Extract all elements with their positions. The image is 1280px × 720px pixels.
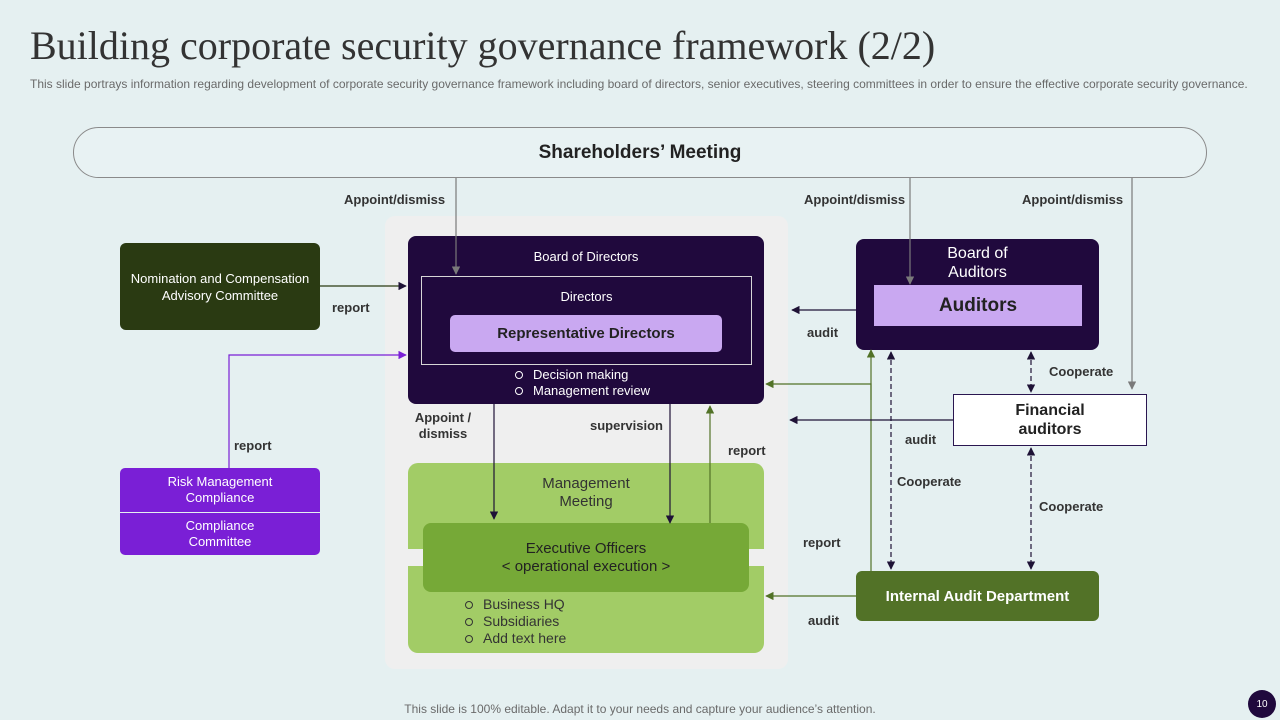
label-audit: audit [808, 613, 840, 628]
executive-officers-sub: < operational execution > [501, 557, 671, 575]
label-report: report [332, 300, 370, 315]
management-bullets: Business HQ Subsidiaries Add text here [465, 596, 566, 647]
nomination-committee-box[interactable]: Nomination and Compensation Advisory Com… [120, 243, 320, 330]
risk-management-label: Risk Management Compliance [167, 474, 273, 505]
board-of-auditors-title: Board of Auditors [947, 245, 1008, 281]
slide-subtitle: This slide portrays information regardin… [30, 77, 1248, 91]
label-report: report [803, 535, 841, 550]
board-bullet: Decision making [515, 367, 650, 383]
circle-bullet-icon [515, 387, 523, 395]
board-bullets: Decision making Management review [515, 367, 650, 399]
nomination-committee-label: Nomination and Compensation Advisory Com… [130, 270, 310, 303]
compliance-committee-box[interactable]: Compliance Committee [120, 513, 320, 555]
page-number-badge: 10 [1248, 690, 1276, 718]
board-of-directors-title: Board of Directors [533, 249, 639, 264]
label-report: report [728, 443, 766, 458]
financial-auditors-box[interactable]: Financial auditors [953, 394, 1147, 446]
management-meeting-title: Management Meeting [542, 475, 630, 510]
internal-audit-box[interactable]: Internal Audit Department [856, 571, 1099, 621]
label-report: report [234, 438, 272, 453]
representative-directors-label: Representative Directors [497, 325, 675, 342]
label-cooperate: Cooperate [897, 474, 962, 489]
management-bullet: Subsidiaries [465, 613, 566, 630]
circle-bullet-icon [515, 371, 523, 379]
circle-bullet-icon [465, 617, 473, 626]
slide-title: Building corporate security governance f… [30, 23, 936, 68]
circle-bullet-icon [465, 634, 473, 643]
label-audit: audit [905, 432, 937, 447]
management-bullet: Business HQ [465, 596, 566, 613]
risk-management-box[interactable]: Risk Management Compliance [120, 468, 320, 512]
label-appoint-dismiss: Appoint/dismiss [344, 192, 446, 207]
label-supervision: supervision [590, 418, 663, 433]
directors-frame [421, 276, 752, 365]
executive-officers-label: Executive Officers [525, 539, 647, 557]
internal-audit-label: Internal Audit Department [885, 587, 1070, 605]
label-cooperate: Cooperate [1049, 364, 1114, 379]
executive-officers-box[interactable]: Executive Officers < operational executi… [423, 523, 749, 592]
compliance-committee-label: Compliance Committee [185, 518, 255, 549]
financial-auditors-label: Financial auditors [1015, 402, 1085, 438]
footer-note: This slide is 100% editable. Adapt it to… [404, 702, 876, 716]
label-cooperate: Cooperate [1039, 499, 1104, 514]
label-appoint-dismiss-exec: Appoint / dismiss [414, 410, 472, 441]
circle-bullet-icon [465, 600, 473, 609]
auditors-box[interactable]: Auditors [874, 285, 1082, 326]
shareholders-meeting-label: Shareholders’ Meeting [538, 141, 742, 163]
management-bullet: Add text here [465, 630, 566, 647]
board-bullet: Management review [515, 383, 650, 399]
label-appoint-dismiss: Appoint/dismiss [1022, 192, 1124, 207]
arrow-risk-report [228, 350, 407, 468]
auditors-label: Auditors [938, 294, 1018, 316]
label-appoint-dismiss: Appoint/dismiss [804, 192, 906, 207]
label-audit: audit [807, 325, 839, 340]
representative-directors-box[interactable]: Representative Directors [450, 315, 722, 352]
shareholders-meeting-box[interactable]: Shareholders’ Meeting [73, 127, 1207, 178]
directors-label: Directors [560, 289, 613, 304]
page-number: 10 [1256, 698, 1268, 710]
